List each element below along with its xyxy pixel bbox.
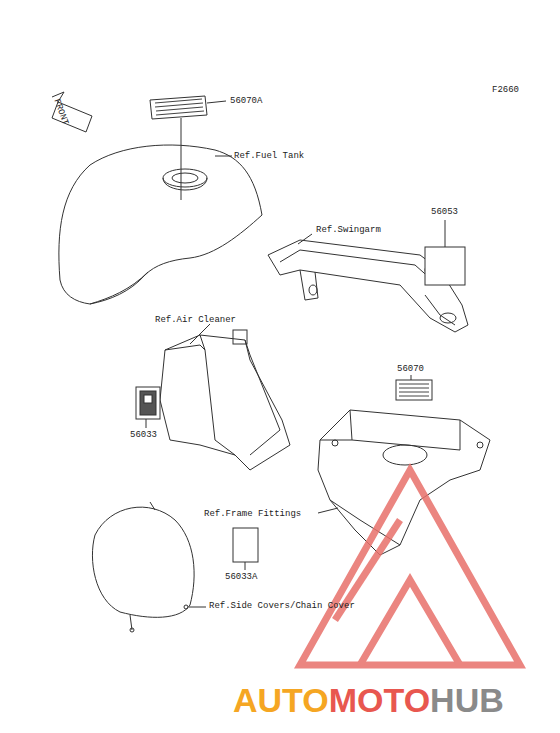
watermark-logo xyxy=(300,470,520,665)
callout-number: 56033 xyxy=(130,431,157,440)
watermark: AUTO xyxy=(233,683,329,717)
label-sticker xyxy=(396,380,432,400)
part-ref: Ref.Side Covers/Chain Cover xyxy=(209,602,355,611)
part-ref: Ref.Air Cleaner xyxy=(155,316,236,325)
front-arrow xyxy=(52,92,92,132)
air-cleaner xyxy=(160,324,290,470)
label-sticker xyxy=(150,96,207,119)
fuel-tank xyxy=(59,118,262,304)
callout-number: 56070A xyxy=(230,97,262,106)
label-sticker xyxy=(233,528,258,562)
callout-number: 56070 xyxy=(397,365,424,374)
side-cover xyxy=(92,502,206,632)
watermark: HUB xyxy=(430,683,504,717)
label-sticker xyxy=(425,247,465,285)
swingarm xyxy=(268,234,468,332)
callout-number: 56033A xyxy=(225,573,257,582)
watermark: MOTO xyxy=(329,683,430,717)
part-ref: Ref.Fuel Tank xyxy=(234,152,304,161)
part-ref: Ref.Swingarm xyxy=(316,226,381,235)
code: F2660 xyxy=(492,86,519,95)
callout-number: 56053 xyxy=(431,208,458,217)
label-sticker xyxy=(136,387,160,419)
part-ref: Ref.Frame Fittings xyxy=(204,510,301,519)
